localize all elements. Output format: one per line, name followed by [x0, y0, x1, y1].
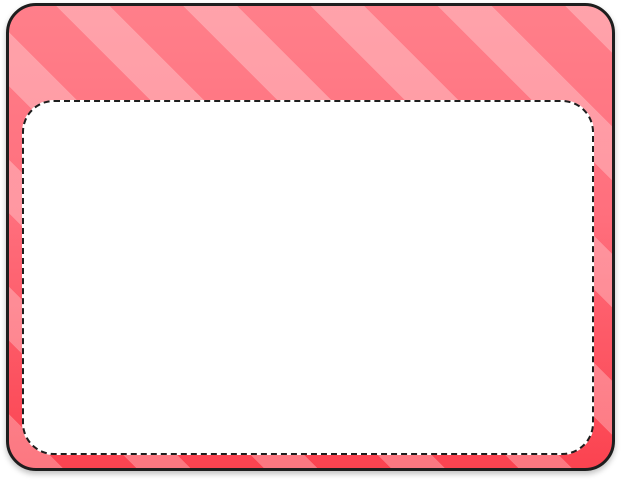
blank-content-panel [22, 100, 594, 455]
striped-card-frame [6, 3, 615, 471]
